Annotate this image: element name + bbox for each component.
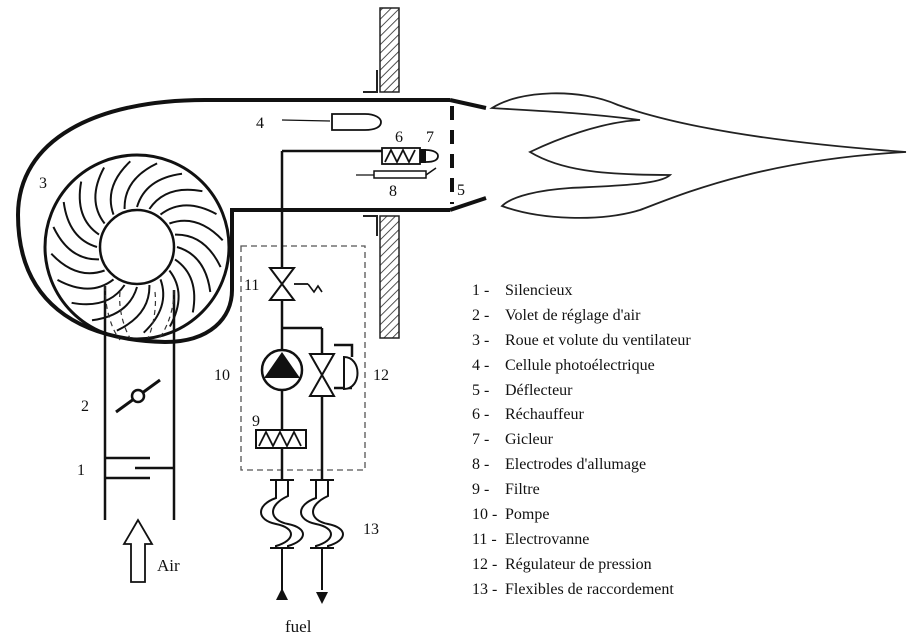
legend-text: Réchauffeur	[505, 406, 584, 424]
wall	[363, 7, 400, 339]
fan-blade	[91, 286, 138, 322]
label-8: 8	[389, 183, 397, 200]
legend-text: Roue et volute du ventilateur	[505, 331, 691, 349]
fan-blade	[123, 162, 158, 210]
flexible-hoses	[260, 479, 344, 590]
fan-blade	[50, 253, 105, 275]
label-3: 3	[39, 175, 47, 192]
legend-num: 2 -	[472, 306, 490, 324]
heater-nozzle-assembly	[282, 147, 439, 179]
legend-num: 13 -	[472, 580, 498, 598]
label-5: 5	[457, 182, 465, 199]
fan-wheel	[43, 153, 231, 341]
air-damper	[115, 378, 161, 414]
label-2: 2	[81, 398, 89, 415]
legend-item: 2 - Volet de réglage d'air	[472, 304, 912, 329]
legend-num: 4 -	[472, 356, 490, 374]
legend-item: 3 - Roue et volute du ventilateur	[472, 329, 912, 354]
fuel-arrow-down	[316, 592, 328, 604]
fan-blade	[94, 167, 106, 225]
pump	[260, 348, 304, 392]
fan-blade	[52, 226, 100, 261]
label-4: 4	[256, 115, 264, 132]
air-label: Air	[157, 556, 180, 575]
fan-blade	[174, 258, 196, 313]
photo-cell	[281, 113, 382, 131]
legend-item: 12 - Régulateur de pression	[472, 553, 912, 578]
label-1: 1	[77, 462, 85, 479]
label-12: 12	[373, 367, 389, 384]
fan-blade	[159, 204, 217, 216]
legend-item: 11 - Electrovanne	[472, 528, 912, 553]
fan-blade	[176, 246, 212, 293]
fan-blade	[174, 233, 222, 268]
legend-num: 10 -	[472, 506, 498, 524]
label-7: 7	[426, 129, 434, 146]
legend-num: 8 -	[472, 456, 490, 474]
label-11: 11	[244, 277, 259, 294]
legend-item: 10 - Pompe	[472, 503, 912, 528]
legend-item: 9 - Filtre	[472, 478, 912, 503]
legend-text: Filtre	[505, 481, 540, 499]
legend-text: Gicleur	[505, 431, 553, 449]
legend-text: Cellule photoélectrique	[505, 356, 655, 374]
legend-num: 7 -	[472, 431, 490, 449]
fan-blade	[168, 269, 180, 327]
legend-item: 1 - Silencieux	[472, 279, 912, 304]
fan-blade	[148, 188, 203, 210]
legend-text: Pompe	[505, 506, 550, 524]
fan-blade	[143, 279, 165, 334]
fuel-arrow-up	[276, 588, 288, 600]
legend: 1 -Silencieux 2 -Volet de réglage d'air …	[472, 279, 912, 603]
legend-num: 6 -	[472, 406, 490, 424]
pressure-regulator	[308, 353, 359, 397]
legend-num: 3 -	[472, 331, 490, 349]
fan-blade	[62, 201, 98, 248]
legend-num: 9 -	[472, 481, 490, 499]
air-inlet-duct	[103, 285, 176, 520]
legend-text: Volet de réglage d'air	[505, 306, 641, 324]
fan-blade	[109, 160, 131, 215]
legend-text: Déflecteur	[505, 381, 573, 399]
legend-text: Flexibles de raccordement	[505, 580, 674, 598]
filter	[255, 429, 307, 449]
legend-text: Electrovanne	[505, 530, 590, 548]
legend-text: Régulateur de pression	[505, 555, 652, 573]
legend-item: 7 - Gicleur	[472, 428, 912, 453]
legend-num: 1 -	[472, 282, 490, 299]
air-arrow	[122, 518, 154, 583]
fan-blade	[136, 172, 183, 208]
fan-volute	[15, 98, 450, 345]
silencer	[105, 456, 174, 480]
fuel-lines	[280, 151, 354, 480]
legend-item: 13 - Flexibles de raccordement	[472, 578, 912, 603]
pump-unit-housing	[240, 245, 366, 471]
legend-item: 6 - Réchauffeur	[472, 403, 912, 428]
fan-blade	[71, 284, 126, 306]
legend-num: 5 -	[472, 381, 490, 399]
fuel-label: fuel	[285, 617, 312, 636]
fan-blade	[78, 181, 100, 236]
label-13: 13	[363, 521, 379, 538]
burner-nozzle	[449, 98, 487, 212]
fan-blade	[116, 284, 151, 332]
solenoid-valve	[268, 267, 323, 301]
legend-text: Electrodes d'allumage	[505, 456, 647, 474]
legend-num: 11 -	[472, 530, 497, 548]
label-10: 10	[214, 367, 230, 384]
legend-text: Silencieux	[505, 282, 573, 299]
fan-blade	[169, 219, 224, 241]
legend-item: 5 - Déflecteur	[472, 379, 912, 404]
legend-num: 12 -	[472, 555, 498, 573]
label-6: 6	[395, 129, 403, 146]
legend-item: 4 - Cellule photoélectrique	[472, 354, 912, 379]
legend-item: 8 - Electrodes d'allumage	[472, 453, 912, 478]
label-9: 9	[252, 413, 260, 430]
fan-blade	[57, 278, 115, 290]
flame	[489, 92, 907, 219]
